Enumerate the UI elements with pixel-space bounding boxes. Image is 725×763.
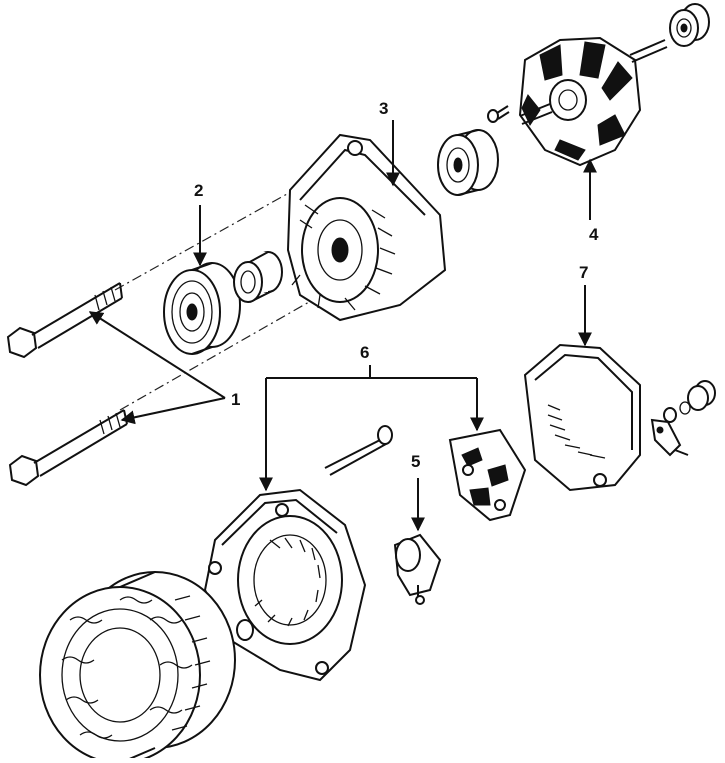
callout-7: 7 <box>579 263 588 282</box>
brush-cap <box>393 533 442 605</box>
callout-2: 2 <box>194 181 203 200</box>
rear-housing <box>203 488 367 682</box>
rear-housing-vents <box>254 537 321 627</box>
rear-cover <box>523 343 641 492</box>
through-bolt-upper <box>6 282 123 359</box>
stator <box>39 571 236 763</box>
brush-holder <box>448 428 527 522</box>
rotor-claw-poles <box>521 41 633 161</box>
spacer-collar <box>233 251 283 303</box>
stator-windings <box>61 596 193 739</box>
callout-3: 3 <box>379 99 388 118</box>
rear-cover-vents <box>547 404 606 459</box>
through-bolt-lower <box>8 409 128 487</box>
leader-6 <box>259 365 484 492</box>
callout-6: 6 <box>360 343 369 362</box>
callout-5: 5 <box>411 452 420 471</box>
pulley <box>163 262 241 355</box>
leader-lines <box>88 120 597 532</box>
leader-1 <box>88 311 226 425</box>
front-housing-fins <box>291 204 396 311</box>
stator-slots <box>171 595 211 731</box>
small-screw <box>487 105 510 123</box>
terminal-hardware <box>650 380 716 457</box>
front-bearing <box>437 129 499 196</box>
rotor-assembly <box>518 36 668 167</box>
callout-4: 4 <box>589 225 599 244</box>
callout-1: 1 <box>231 390 240 409</box>
callout-labels: 1 2 3 4 5 6 7 <box>194 99 599 471</box>
rear-bearing <box>669 3 710 47</box>
housing-bolt <box>324 425 393 476</box>
front-housing <box>286 133 447 322</box>
